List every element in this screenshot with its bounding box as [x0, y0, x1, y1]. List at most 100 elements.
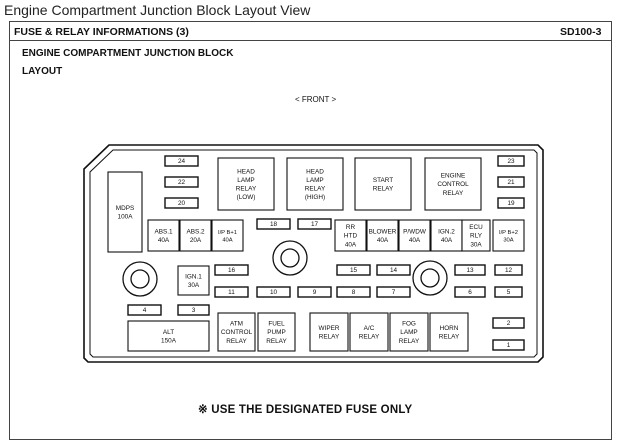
document-frame — [9, 21, 612, 440]
box-label: ABS.2 — [186, 228, 205, 235]
box-label: RELAY — [373, 186, 394, 193]
box-label: LAMP — [306, 177, 323, 184]
box-label: 18 — [270, 221, 278, 228]
box-label: I/P B+1 — [218, 230, 237, 236]
box-label: RELAY — [305, 186, 326, 193]
box-label: 19 — [507, 200, 515, 207]
fuse-f13: 13 — [454, 264, 486, 276]
fuse-f24: 24 — [164, 155, 199, 167]
box-label: RELAY — [439, 334, 460, 341]
housing-outer — [83, 144, 544, 363]
fuse-f9: 9 — [297, 286, 332, 298]
mount-bolt-center — [272, 240, 308, 276]
fuse-f19: 19 — [497, 197, 525, 209]
box-label: RELAY — [359, 334, 380, 341]
box-label: 30A — [188, 282, 200, 289]
box-label: IGN.1 — [185, 273, 202, 280]
box-label: P/WDW — [403, 228, 427, 235]
box-label: CONTROL — [437, 181, 469, 188]
box-label: 30A — [503, 237, 513, 243]
box-label: ECU — [469, 224, 483, 231]
box-label: 40A — [441, 237, 453, 244]
box-label: LAMP — [237, 177, 254, 184]
box-label: 6 — [468, 289, 472, 296]
box-label: WIPER — [319, 325, 340, 332]
box-label: LAMP — [400, 329, 417, 336]
front-label: < FRONT > — [295, 95, 337, 104]
box-label: PUMP — [267, 329, 285, 336]
fuse-ign2: IGN.2 40A — [430, 219, 463, 252]
box-label: 150A — [161, 338, 177, 345]
box-label: 30A — [470, 241, 482, 248]
fuse-f12: 12 — [494, 264, 523, 276]
box-label: 24 — [178, 158, 186, 165]
box-label: BLOWER — [369, 228, 397, 235]
box-label: 9 — [313, 289, 317, 296]
box-label: RELAY — [443, 190, 464, 197]
box-label: HORN — [440, 325, 459, 332]
box-label: 1 — [507, 342, 511, 349]
fuse-abs1: ABS.1 40A — [147, 219, 180, 252]
fuse-f1: 1 — [492, 339, 525, 351]
box-label: 15 — [350, 267, 358, 274]
fuse-f3: 3 — [177, 304, 210, 316]
fuse-f2: 2 — [492, 317, 525, 329]
relay-ac: A/C RELAY — [349, 312, 389, 352]
box-label: RELAY — [236, 186, 257, 193]
box-label: IGN.2 — [438, 228, 455, 235]
fuse-f14: 14 — [376, 264, 411, 276]
header-code: SD100-3 — [560, 26, 602, 38]
box-label: 40A — [158, 237, 170, 244]
box-label: 2 — [507, 320, 511, 327]
box-label: 21 — [507, 179, 515, 186]
relay-horn: HORN RELAY — [429, 312, 469, 352]
header-divider — [10, 40, 611, 41]
fuse-f6: 6 — [454, 286, 486, 298]
fuse-f16: 16 — [214, 264, 249, 276]
box-label: 11 — [228, 289, 235, 296]
box-label: 40A — [409, 237, 421, 244]
box-label: 7 — [392, 289, 396, 296]
box-label: 5 — [507, 289, 511, 296]
box-label: 8 — [352, 289, 356, 296]
box-label: RELAY — [266, 338, 287, 345]
box-label: 13 — [466, 267, 474, 274]
box-label: 23 — [507, 158, 515, 165]
box-label: FOG — [402, 321, 416, 328]
fuse-pwdw: P/WDW 40A — [398, 219, 431, 252]
box-label: ABS.1 — [154, 228, 173, 235]
box-label: 22 — [178, 179, 186, 186]
fuse-f22: 22 — [164, 176, 199, 188]
box-label: 17 — [311, 221, 319, 228]
box-label: FUEL — [268, 321, 285, 328]
box-label: 40A — [222, 237, 232, 243]
section-title: ENGINE COMPARTMENT JUNCTION BLOCK — [22, 48, 234, 59]
box-label: 10 — [270, 289, 278, 296]
box-label: HTD — [344, 233, 358, 240]
box-label: MDPS — [116, 205, 134, 212]
box-label: ATM — [230, 321, 243, 328]
box-label: 100A — [118, 214, 134, 221]
box-label: I/P B+2 — [499, 230, 518, 236]
box-label: (LOW) — [237, 194, 256, 201]
fuse-f23: 23 — [497, 155, 525, 167]
fuse-f17: 17 — [297, 218, 332, 230]
section-subtitle: LAYOUT — [22, 66, 63, 77]
fuse-f15: 15 — [336, 264, 371, 276]
box-label: A/C — [364, 325, 375, 332]
box-label: 4 — [143, 307, 147, 314]
footnote: ※ USE THE DESIGNATED FUSE ONLY — [198, 404, 413, 416]
box-label: CONTROL — [221, 329, 253, 336]
fuse-f8: 8 — [336, 286, 371, 298]
